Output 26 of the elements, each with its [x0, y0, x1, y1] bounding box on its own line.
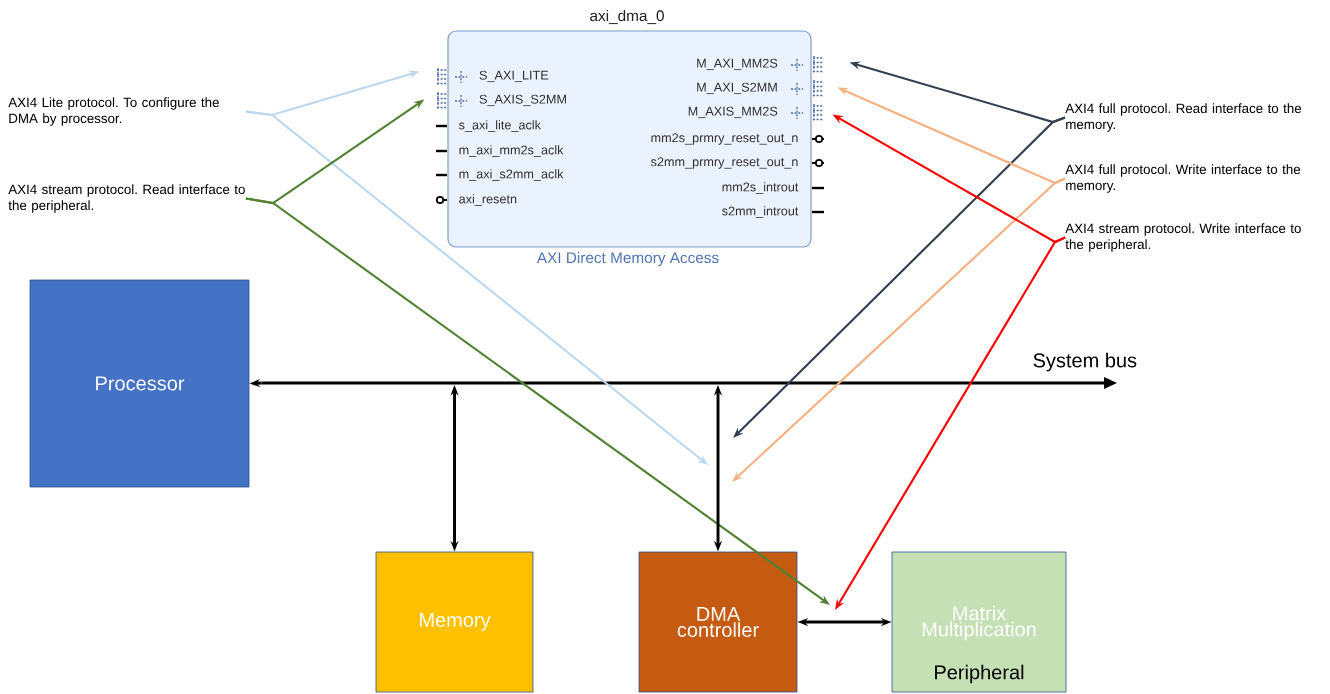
annotation-text: AXI4 full protocol. Read interface to the memory.	[1065, 103, 1302, 132]
port-label: M_AXI_S2MM	[697, 82, 777, 95]
block-title: axi_dma_0	[590, 9, 664, 25]
port-label: M_AXI_MM2S	[697, 58, 778, 71]
port-label: axi_resetn	[459, 194, 517, 206]
port-label: s2mm_introut	[722, 206, 799, 218]
port-label: m_axi_mm2s_aclk	[459, 145, 564, 157]
peripheral-box: Matrix Multiplication Peripheral	[891, 551, 1067, 693]
processor-box: Processor	[29, 279, 250, 488]
port-label: mm2s_introut	[722, 182, 799, 194]
annotation-text: AXI4 Lite protocol. To configure the DMA by processor.	[8, 97, 219, 126]
port-label: m_axi_s2mm_aclk	[459, 169, 564, 181]
controller-box: DMA controller	[638, 551, 798, 693]
port-label: M_AXIS_MM2S	[688, 106, 778, 119]
arrow	[733, 116, 1066, 438]
port-label: s_axi_lite_aclk	[458, 120, 541, 132]
port-label: S_AXIS_S2MM	[479, 94, 566, 107]
port-label: mm2s_prmry_reset_out_n	[651, 133, 798, 145]
annotation-text: AXI4 stream protocol. Read interface to the peripheral.	[8, 184, 245, 213]
annotation-text: AXI4 full protocol. Write interface to the memory.	[1065, 164, 1301, 193]
port-label: s2mm_prmry_reset_out_n	[650, 157, 798, 169]
block-subtitle: AXI Direct Memory Access	[536, 251, 719, 267]
port-label: S_AXI_LITE	[479, 70, 549, 83]
memory-box: Memory	[375, 551, 534, 693]
bus-label: System bus	[1033, 352, 1137, 372]
annotation-text: AXI4 stream protocol. Write interface to the peripheral.	[1065, 223, 1301, 252]
